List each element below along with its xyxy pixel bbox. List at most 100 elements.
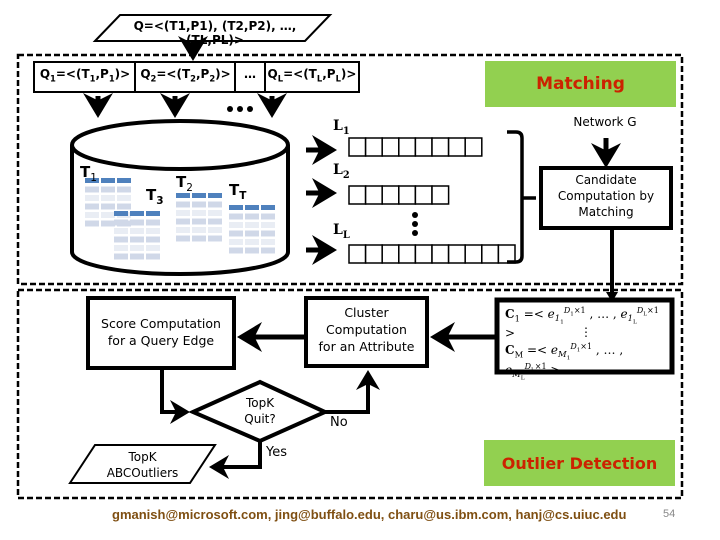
table-header-cell <box>245 205 259 210</box>
candidate-line: Candidate <box>575 173 637 187</box>
output-text: TopK ABCOutliers <box>90 449 195 481</box>
table-cell <box>261 239 275 245</box>
list-cell <box>414 185 433 205</box>
candidate-line: Matching <box>578 205 634 220</box>
table-cell <box>192 227 206 233</box>
list-cell <box>481 244 500 264</box>
table-cell <box>208 235 222 242</box>
list-cell <box>414 244 433 264</box>
table-label-t2: T2 <box>176 173 193 194</box>
table-cell <box>176 235 190 242</box>
table-header-cell <box>229 205 243 210</box>
table-cell <box>245 222 259 228</box>
list-cell <box>381 137 400 157</box>
list-cell <box>431 185 450 205</box>
footer-emails: gmanish@microsoft.com, jing@buffalo.edu,… <box>112 507 627 522</box>
table-cell <box>85 212 99 218</box>
table-cell <box>176 210 190 216</box>
table-label-t3: T3 <box>146 186 164 207</box>
subquery-ql: QL=<(TL,PL)> <box>267 67 357 84</box>
table-cell <box>229 213 243 220</box>
table-header-cell <box>101 178 115 183</box>
subquery-q2: Q2=<(T2,P2)> <box>140 67 231 84</box>
table-cell <box>176 218 190 225</box>
table-cell <box>130 245 144 251</box>
table-cell <box>261 230 275 237</box>
table-label-t1: T1 <box>80 163 97 184</box>
table-cell <box>85 186 99 193</box>
score-computation-text: Score Computation for a Query Edge <box>88 316 234 350</box>
table-cell <box>114 219 128 226</box>
list-cell <box>381 244 400 264</box>
cluster-line: for an Attribute <box>318 338 415 354</box>
table-cell <box>208 210 222 216</box>
cluster-computation-text: Cluster Computation for an Attribute <box>308 305 425 356</box>
table-header-cell <box>261 205 275 210</box>
page-number: 54 <box>663 508 676 520</box>
cluster-cm-formula: CM =< eM1D1×1 , … , eMLDL×1 > <box>505 342 624 383</box>
list-cell <box>447 244 466 264</box>
list-cell <box>464 137 483 157</box>
list-cell <box>364 185 383 205</box>
table-cell <box>261 222 275 228</box>
cluster-computation-box <box>304 296 429 368</box>
list-cell <box>398 137 417 157</box>
list-cell <box>348 185 367 205</box>
list-label-l1: L1 <box>333 118 350 137</box>
list-cell <box>348 244 367 264</box>
table-cell <box>192 218 206 225</box>
table-cell <box>146 245 160 251</box>
outlier-region-border <box>16 288 684 500</box>
score-computation-box <box>86 296 236 370</box>
table-cell <box>101 203 115 210</box>
lists-bracket <box>507 130 524 264</box>
arrow-head-clusters <box>606 292 618 302</box>
subquery-q1: Q1=<(T1,P1)> <box>39 67 131 84</box>
table-cell <box>192 235 206 242</box>
table-header-cell <box>146 211 160 216</box>
database-cylinder-top <box>70 119 290 171</box>
cluster-vdots: ⋮ <box>580 325 592 339</box>
list-cell <box>464 244 483 264</box>
table-cell <box>146 236 160 243</box>
decision-line: Quit? <box>244 412 276 427</box>
table-label-tt: TT <box>229 181 247 202</box>
list-cell <box>364 244 383 264</box>
ellipsis-dot <box>247 106 253 112</box>
query-parallelogram-shape <box>92 14 333 42</box>
candidate-computation-text: Candidate Computation by Matching <box>543 172 669 221</box>
vdot <box>412 221 418 227</box>
output-line: TopK <box>128 450 157 464</box>
table-cell <box>85 203 99 210</box>
table-cell <box>208 201 222 208</box>
candidate-line: Computation by <box>557 189 655 204</box>
table-cell <box>146 228 160 234</box>
table-cell <box>192 201 206 208</box>
table-cell <box>117 195 131 201</box>
tables-group <box>85 178 275 260</box>
list-label-l2: L2 <box>333 162 350 181</box>
table-header-cell <box>208 193 222 198</box>
vdot <box>412 230 418 236</box>
table-header-cell <box>85 178 99 183</box>
output-parallelogram <box>68 444 217 484</box>
table-cell <box>85 220 99 227</box>
list-cell <box>381 185 400 205</box>
table-cell <box>245 230 259 237</box>
candidate-computation-box <box>539 166 673 230</box>
query-label: Q=<(T1,P1), (T2,P2), …, (TL,PL)> <box>133 19 297 47</box>
output-line: ABCOutliers <box>106 466 179 481</box>
table-cell <box>176 201 190 208</box>
table-header-cell <box>192 193 206 198</box>
table-header-cell <box>114 211 128 216</box>
no-label: No <box>330 415 348 430</box>
table-cell <box>85 195 99 201</box>
table-cell <box>192 210 206 216</box>
table-header-cell <box>176 193 190 198</box>
matching-region-border <box>16 53 684 286</box>
table-cell <box>130 219 144 226</box>
table-cell <box>101 195 115 201</box>
list-cell <box>431 244 450 264</box>
table-cell <box>245 239 259 245</box>
